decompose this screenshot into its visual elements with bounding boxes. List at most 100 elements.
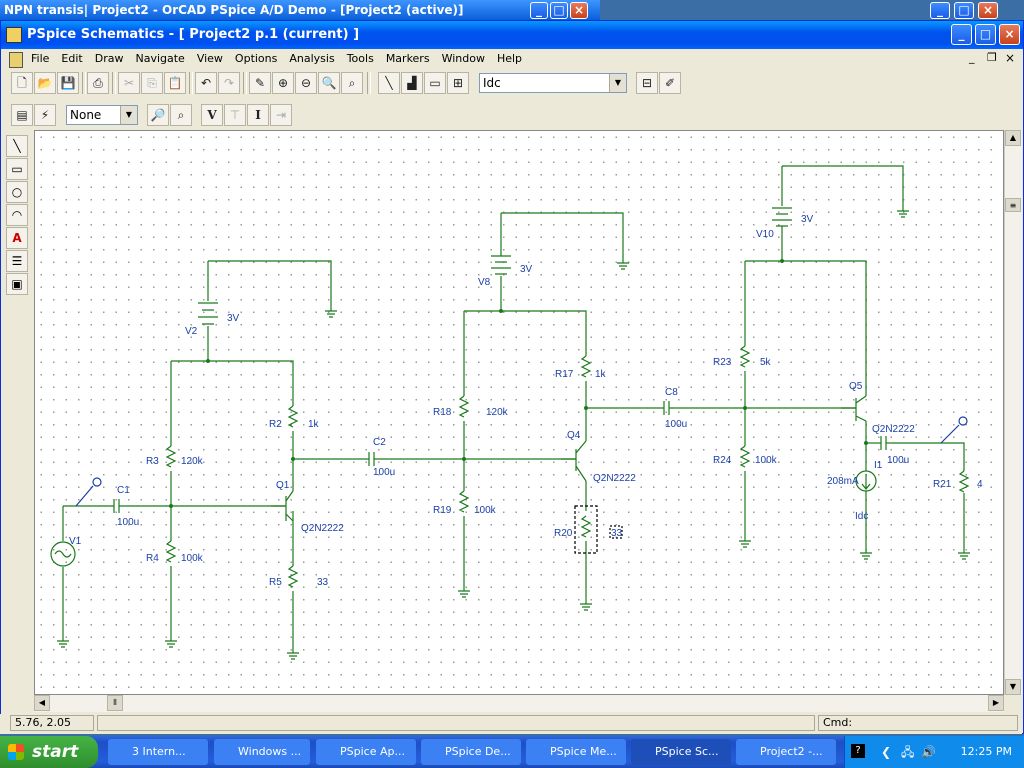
draw-block-icon[interactable]: ▭ xyxy=(424,72,446,94)
model-q1[interactable]: Q2N2222 xyxy=(301,523,344,534)
menu-analysis[interactable]: Analysis xyxy=(289,52,335,65)
redraw-icon[interactable]: ✎ xyxy=(249,72,271,94)
insert-picture-icon[interactable]: ▣ xyxy=(6,273,28,295)
label-r19[interactable]: R19 xyxy=(433,505,452,516)
network-icon[interactable]: 🖧 xyxy=(901,745,915,759)
label-r3[interactable]: R3 xyxy=(146,456,159,467)
draw-bus-icon[interactable]: ▟ xyxy=(401,72,423,94)
voltage-marker-icon[interactable]: V xyxy=(201,104,223,126)
mdi-minimize-icon[interactable]: _ xyxy=(969,51,975,64)
zoom-fit-icon[interactable]: ⌕ xyxy=(341,72,363,94)
title-bar[interactable]: PSpice Schematics - [ Project2 p.1 (curr… xyxy=(1,21,1023,49)
task-item-pspice-sc[interactable]: PSpice Sc... xyxy=(631,739,731,765)
zoom-out-icon[interactable]: ⊖ xyxy=(295,72,317,94)
scroll-up-icon[interactable]: ▲ xyxy=(1005,130,1021,146)
close-icon[interactable]: × xyxy=(978,2,998,19)
label-r2[interactable]: R2 xyxy=(269,419,282,430)
value-c2[interactable]: 100u xyxy=(373,467,395,478)
get-part-icon[interactable]: ⊞ xyxy=(447,72,469,94)
value-v8[interactable]: 3V xyxy=(520,264,533,275)
menu-markers[interactable]: Markers xyxy=(385,52,430,65)
label-q5[interactable]: Q5 xyxy=(849,381,863,392)
text-icon[interactable]: A xyxy=(6,227,28,249)
scroll-down-icon[interactable]: ▼ xyxy=(1005,679,1021,695)
start-button[interactable]: start xyxy=(0,736,98,768)
menu-file[interactable]: File xyxy=(31,52,50,65)
chevron-down-icon[interactable]: ▼ xyxy=(609,74,626,92)
value-r23[interactable]: 5k xyxy=(760,357,772,368)
horizontal-scrollbar[interactable]: ◀ ⦀ ▶ xyxy=(34,695,1004,712)
scroll-thumb[interactable]: ≡ xyxy=(1005,198,1021,212)
maximize-icon[interactable]: □ xyxy=(954,2,974,19)
model-q4[interactable]: Q2N2222 xyxy=(593,473,636,484)
probe-setup-icon[interactable]: ⌕ xyxy=(170,104,192,126)
value-r2[interactable]: 1k xyxy=(308,419,320,430)
model-q5[interactable]: Q2N2222 xyxy=(872,424,915,435)
value-v2[interactable]: 3V xyxy=(227,313,240,324)
maximize-icon[interactable]: □ xyxy=(975,24,996,45)
vdiff-marker-icon[interactable]: ⊤ xyxy=(224,104,246,126)
zoom-area-icon[interactable]: 🔍 xyxy=(318,72,340,94)
command-line[interactable]: Cmd: xyxy=(818,715,1018,731)
value-c1[interactable]: 100u xyxy=(117,517,139,528)
model-i1[interactable]: Idc xyxy=(855,511,868,522)
value-r19[interactable]: 100k xyxy=(474,505,497,516)
value-i1[interactable]: 208mA xyxy=(827,476,859,487)
label-r24[interactable]: R24 xyxy=(713,455,732,466)
close-icon[interactable]: × xyxy=(570,2,588,19)
menu-help[interactable]: Help xyxy=(496,52,523,65)
task-item-project2[interactable]: Project2 -... xyxy=(736,739,836,765)
menu-edit[interactable]: Edit xyxy=(61,52,83,65)
menu-navigate[interactable]: Navigate xyxy=(135,52,185,65)
vertical-scrollbar[interactable]: ▲ ≡ ▼ xyxy=(1004,130,1022,695)
task-item-pspice-me[interactable]: PSpice Me... xyxy=(526,739,626,765)
value-r24[interactable]: 100k xyxy=(755,455,778,466)
label-r21[interactable]: R21 xyxy=(933,479,952,490)
minimize-icon[interactable]: _ xyxy=(951,24,972,45)
value-r20[interactable]: 33 xyxy=(611,528,623,539)
edit-attributes-icon[interactable]: ✐ xyxy=(659,72,681,94)
undo-icon[interactable]: ↶ xyxy=(195,72,217,94)
cut-icon[interactable]: ✂ xyxy=(118,72,140,94)
chevron-down-icon[interactable]: ▼ xyxy=(120,106,137,124)
value-r17[interactable]: 1k xyxy=(595,369,607,380)
label-q4[interactable]: Q4 xyxy=(567,430,581,441)
copy-icon[interactable]: ⎘ xyxy=(141,72,163,94)
mdi-restore-icon[interactable]: ❐ xyxy=(987,51,997,64)
label-v2[interactable]: V2 xyxy=(185,326,198,337)
label-v10[interactable]: V10 xyxy=(756,229,774,240)
help-icon[interactable]: ? xyxy=(851,744,865,758)
current-marker-icon[interactable]: I xyxy=(247,104,269,126)
menu-draw[interactable]: Draw xyxy=(94,52,124,65)
textbox-icon[interactable]: ☰ xyxy=(6,250,28,272)
label-c2[interactable]: C2 xyxy=(373,437,386,448)
value-r18[interactable]: 120k xyxy=(486,407,509,418)
power-marker-icon[interactable]: ⇥ xyxy=(270,104,292,126)
value-c8[interactable]: 100u xyxy=(665,419,687,430)
open-icon[interactable]: 📂 xyxy=(34,72,56,94)
arc-icon[interactable]: ◠ xyxy=(6,204,28,226)
value-r5[interactable]: 33 xyxy=(317,577,329,588)
background-window-title[interactable]: NPN transis| Project2 - OrCAD PSpice A/D… xyxy=(0,0,600,20)
print-icon[interactable]: ⎙ xyxy=(87,72,109,94)
task-item-pspice-de[interactable]: PSpice De... xyxy=(421,739,521,765)
task-item-pspice-ap[interactable]: PSpice Ap... xyxy=(316,739,416,765)
value-r3[interactable]: 120k xyxy=(181,456,204,467)
label-r5[interactable]: R5 xyxy=(269,577,282,588)
rectangle-icon[interactable]: ▭ xyxy=(6,158,28,180)
menu-view[interactable]: View xyxy=(196,52,223,65)
setup-icon[interactable]: ▤ xyxy=(11,104,33,126)
edit-symbol-icon[interactable]: ⊟ xyxy=(636,72,658,94)
value-r4[interactable]: 100k xyxy=(181,553,204,564)
schematic-canvas[interactable]: V1 C1 100u R3 120k R4 100k V2 3V R2 1k Q… xyxy=(34,130,1004,695)
scroll-right-icon[interactable]: ▶ xyxy=(988,695,1004,711)
task-item-windows[interactable]: Windows ... xyxy=(214,739,310,765)
new-icon[interactable]: 🗋 xyxy=(11,72,33,94)
label-r17[interactable]: R17 xyxy=(555,369,574,380)
value-r21[interactable]: 4 xyxy=(977,479,983,490)
paste-icon[interactable]: 📋 xyxy=(164,72,186,94)
zoom-in-icon[interactable]: ⊕ xyxy=(272,72,294,94)
tray-expand-icon[interactable]: ❮ xyxy=(881,745,892,759)
label-r20[interactable]: R20 xyxy=(554,528,573,539)
menu-tools[interactable]: Tools xyxy=(346,52,374,65)
